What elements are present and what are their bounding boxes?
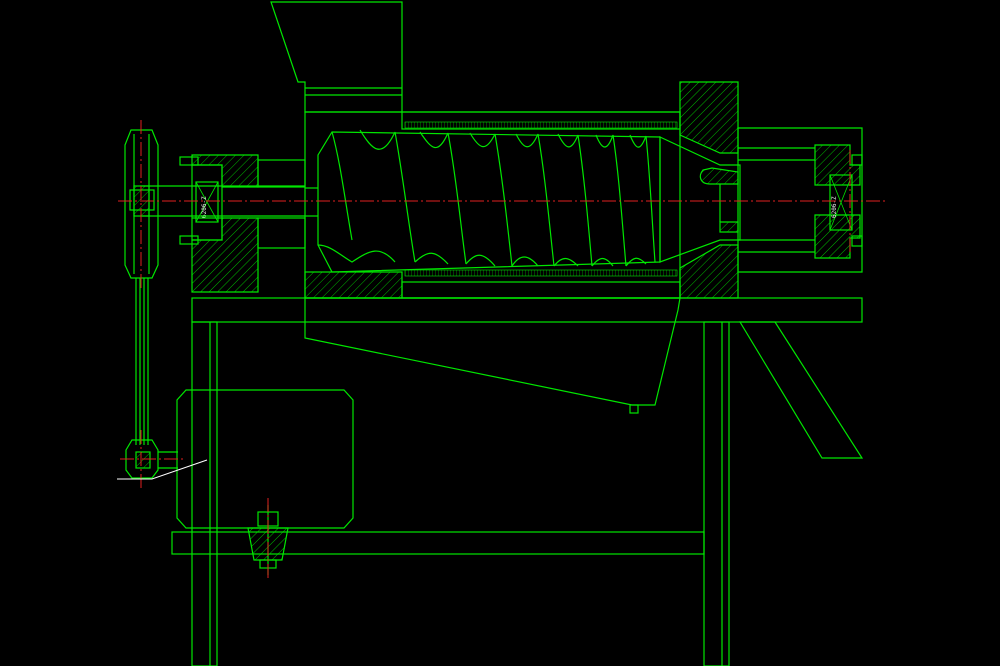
left-bearing-label: 6206-Z [201, 196, 208, 218]
right-bearing-housing: 6206-Z [737, 127, 863, 273]
right-bearing-label: 6206-Z [831, 196, 838, 218]
feed-hopper [270, 1, 403, 113]
support-frame [171, 297, 864, 666]
electric-motor [176, 389, 354, 529]
barrel-housing [304, 111, 681, 299]
centerlines [118, 120, 888, 580]
motor-pulley [125, 439, 178, 479]
drive-shaft [140, 185, 305, 217]
collection-trough [304, 297, 681, 414]
leader-line [117, 459, 208, 480]
discharge-cone [659, 81, 741, 299]
v-belt [135, 278, 149, 445]
left-bearing-block: 6206-Z [179, 154, 306, 293]
